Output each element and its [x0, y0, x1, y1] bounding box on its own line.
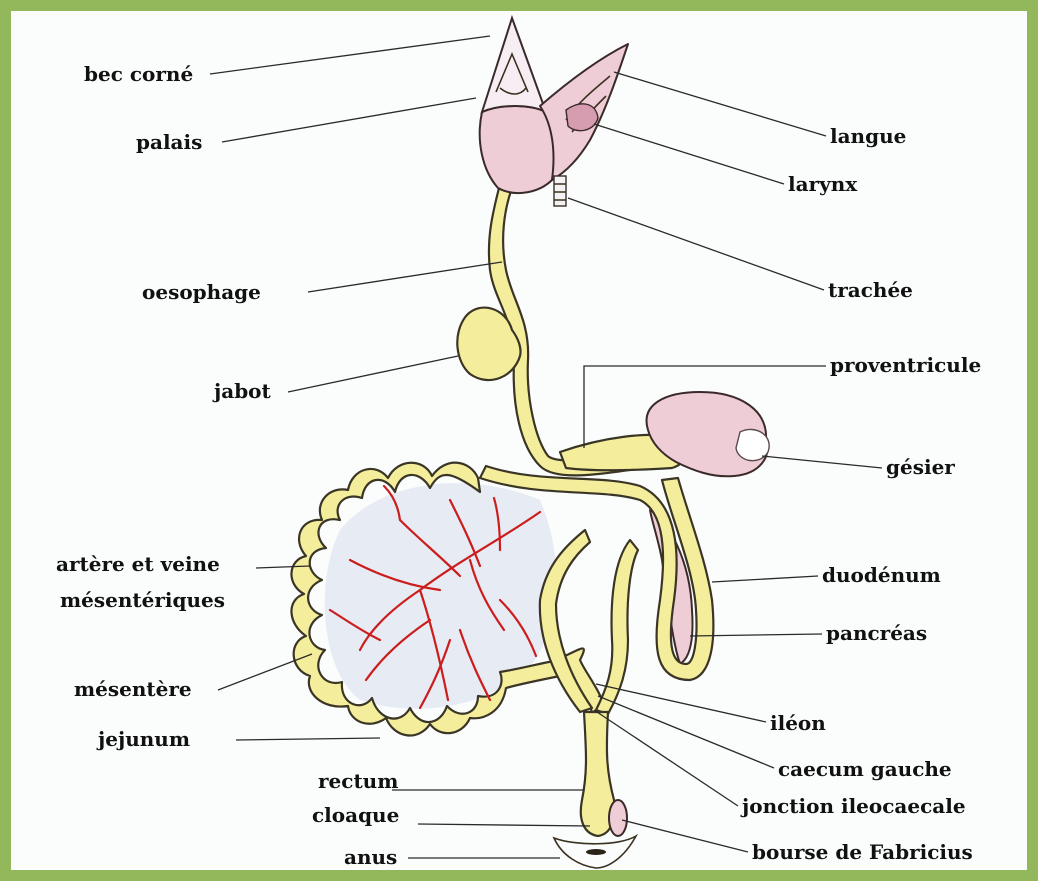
label-jejunum: jejunum	[96, 727, 190, 751]
right-caecum	[596, 540, 638, 714]
label-artere-line1: artère et veine	[56, 552, 220, 576]
leader-bourse	[622, 820, 748, 852]
leader-bec-corne	[210, 36, 490, 74]
horny-beak	[482, 18, 546, 112]
label-jabot: jabot	[212, 379, 272, 403]
leader-ileon	[596, 684, 766, 722]
leader-langue	[614, 72, 826, 136]
labels-right: langue larynx trachée proventricule gési…	[740, 124, 981, 864]
label-pancreas: pancréas	[826, 621, 927, 645]
anus-opening	[586, 849, 606, 855]
trachea	[554, 176, 566, 206]
label-ileon: iléon	[770, 711, 826, 735]
palate	[480, 106, 557, 193]
label-duodenum: duodénum	[822, 563, 941, 587]
label-larynx: larynx	[788, 172, 858, 196]
label-proventricule: proventricule	[830, 353, 981, 377]
label-oesophage: oesophage	[142, 280, 261, 304]
leader-jejunum	[236, 738, 380, 740]
label-artere-line2: mésentériques	[60, 588, 225, 612]
leader-trachee	[568, 198, 824, 290]
label-palais: palais	[136, 130, 202, 154]
label-mesentere: mésentère	[74, 677, 192, 701]
leader-caecum	[598, 696, 774, 768]
leader-gesier	[762, 456, 882, 468]
label-anus: anus	[344, 845, 397, 869]
leader-oesophage	[308, 262, 502, 292]
label-gesier: gésier	[886, 455, 955, 479]
anatomy-drawing	[291, 18, 769, 868]
label-bourse-de-fabricius: bourse de Fabricius	[752, 840, 973, 864]
leader-cloaque	[418, 824, 590, 826]
larynx	[566, 104, 598, 131]
label-caecum-gauche: caecum gauche	[778, 757, 952, 781]
leader-mesentere	[218, 654, 312, 690]
labels-left: bec corné palais oesophage jabot artère …	[56, 62, 399, 869]
label-langue: langue	[830, 124, 906, 148]
label-trachee: trachée	[828, 278, 913, 302]
label-jonction-ileocaecale: jonction ileocaecale	[740, 794, 966, 818]
leader-larynx	[594, 124, 784, 184]
bursa-of-fabricius	[609, 800, 627, 836]
leader-jabot	[288, 356, 458, 392]
leader-palais	[222, 98, 476, 142]
label-bec-corne: bec corné	[84, 62, 193, 86]
label-cloaque: cloaque	[312, 803, 399, 827]
label-rectum: rectum	[318, 769, 398, 793]
leader-duodenum	[712, 576, 818, 582]
